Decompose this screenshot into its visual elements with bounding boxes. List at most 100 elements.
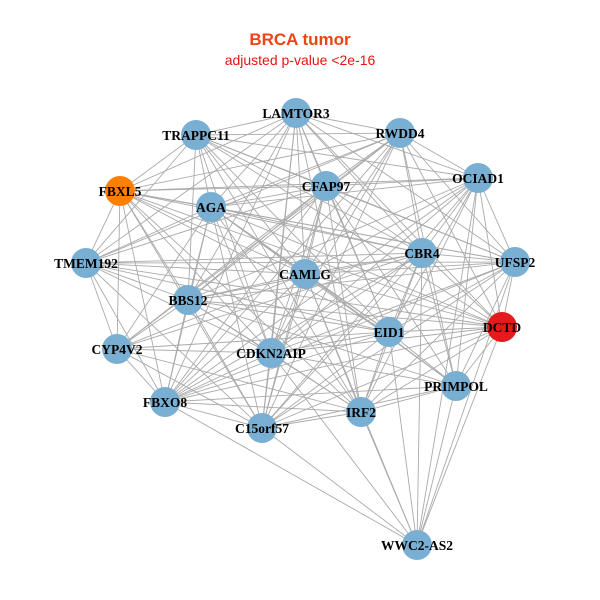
node-fbxl5[interactable]: FBXL5 (99, 176, 142, 206)
edge-CFAP97-TMEM192 (85, 185, 327, 264)
node-circle[interactable] (487, 312, 517, 342)
node-cbr4[interactable]: CBR4 (404, 238, 440, 268)
edge-OCIAD1-CBR4 (421, 177, 479, 254)
node-circle[interactable] (150, 387, 180, 417)
node-cdkn2aip[interactable]: CDKN2AIP (236, 338, 306, 368)
node-circle[interactable] (385, 118, 415, 148)
node-circle[interactable] (374, 317, 404, 347)
edge-AGA-TMEM192 (85, 206, 212, 264)
edge-OCIAD1-IRF2 (360, 177, 479, 413)
node-label: EID1 (374, 325, 405, 340)
edge-CDKN2AIP-IRF2 (270, 352, 362, 413)
node-cyp4v2[interactable]: CYP4V2 (92, 334, 143, 364)
edge-CAMLG-CYP4V2 (116, 273, 306, 350)
edge-TRAPPC11-EID1 (195, 134, 390, 333)
edge-LAMTOR3-FBXL5 (119, 112, 297, 192)
edge-CBR4-PRIMPOL (421, 252, 457, 387)
node-circle[interactable] (71, 248, 101, 278)
node-tmem192[interactable]: TMEM192 (54, 248, 118, 278)
edge-OCIAD1-DCTD (477, 177, 503, 328)
node-fbxo8[interactable]: FBXO8 (143, 387, 188, 417)
edge-CFAP97-FBXO8 (164, 185, 327, 403)
node-circle[interactable] (290, 259, 320, 289)
edge-CYP4V2-CDKN2AIP (116, 348, 272, 354)
edge-EID1-C15orf57 (261, 331, 390, 429)
edge-CDKN2AIP-WWC2-AS2 (270, 352, 418, 546)
edge-CBR4-WWC2-AS2 (416, 252, 423, 546)
node-wwc2-as2[interactable]: WWC2-AS2 (381, 530, 453, 560)
edge-TRAPPC11-FBXL5 (119, 134, 197, 192)
edge-AGA-CYP4V2 (116, 206, 212, 350)
node-label: CBR4 (404, 246, 440, 261)
edge-CAMLG-DCTD (304, 273, 503, 328)
edge-BBS12-C15orf57 (187, 299, 263, 429)
edge-OCIAD1-UFSP2 (477, 177, 516, 263)
node-circle[interactable] (346, 397, 376, 427)
edge-CBR4-TMEM192 (85, 252, 423, 264)
node-lamtor3[interactable]: LAMTOR3 (262, 98, 330, 128)
node-circle[interactable] (407, 238, 437, 268)
node-cfap97[interactable]: CFAP97 (302, 171, 351, 201)
node-circle[interactable] (105, 176, 135, 206)
edge-RWDD4-FBXO8 (164, 132, 401, 403)
node-ociad1[interactable]: OCIAD1 (452, 163, 504, 193)
edge-TRAPPC11-OCIAD1 (195, 134, 479, 179)
node-label: IRF2 (346, 405, 376, 420)
edge-EID1-CDKN2AIP (270, 331, 390, 354)
node-rwdd4[interactable]: RWDD4 (375, 118, 425, 148)
node-circle[interactable] (247, 413, 277, 443)
edge-AGA-IRF2 (210, 206, 362, 413)
node-circle[interactable] (173, 285, 203, 315)
edge-AGA-C15orf57 (210, 206, 263, 429)
edge-FBXL5-CFAP97 (119, 185, 327, 192)
node-label: C15orf57 (235, 421, 289, 436)
node-circle[interactable] (102, 334, 132, 364)
edge-LAMTOR3-CBR4 (295, 112, 423, 254)
node-label: FBXL5 (99, 184, 142, 199)
node-label: PRIMPOL (424, 379, 488, 394)
node-circle[interactable] (441, 371, 471, 401)
node-c15orf57[interactable]: C15orf57 (235, 413, 289, 443)
node-aga[interactable]: AGA (196, 192, 226, 222)
edge-OCIAD1-PRIMPOL (455, 177, 479, 387)
edge-PRIMPOL-WWC2-AS2 (416, 385, 457, 546)
edge-FBXL5-FBXO8 (119, 190, 166, 403)
edge-LAMTOR3-C15orf57 (261, 112, 297, 429)
edge-IRF2-WWC2-AS2 (360, 411, 418, 546)
node-circle[interactable] (311, 171, 341, 201)
edge-UFSP2-BBS12 (187, 261, 516, 301)
edge-LAMTOR3-FBXO8 (164, 112, 297, 403)
edge-RWDD4-TMEM192 (85, 132, 401, 264)
edge-RWDD4-AGA (210, 132, 401, 208)
edge-CAMLG-FBXO8 (164, 273, 306, 403)
node-circle[interactable] (281, 98, 311, 128)
edge-IRF2-C15orf57 (261, 411, 362, 429)
node-label: CYP4V2 (92, 342, 143, 357)
node-dctd[interactable]: DCTD (483, 312, 522, 342)
node-trappc11[interactable]: TRAPPC11 (162, 120, 230, 150)
edge-RWDD4-DCTD (399, 132, 503, 328)
edge-BBS12-PRIMPOL (187, 299, 457, 387)
node-circle[interactable] (500, 247, 530, 277)
edge-AGA-CBR4 (210, 206, 423, 254)
node-circle[interactable] (196, 192, 226, 222)
node-circle[interactable] (256, 338, 286, 368)
node-bbs12[interactable]: BBS12 (168, 285, 208, 315)
node-circle[interactable] (181, 120, 211, 150)
node-primpol[interactable]: PRIMPOL (424, 371, 488, 401)
edge-C15orf57-WWC2-AS2 (261, 427, 418, 546)
edge-BBS12-EID1 (187, 299, 390, 333)
edge-TMEM192-FBXO8 (85, 262, 166, 403)
node-irf2[interactable]: IRF2 (346, 397, 376, 427)
edge-RWDD4-OCIAD1 (399, 132, 479, 179)
node-ufsp2[interactable]: UFSP2 (495, 247, 536, 277)
node-label: WWC2-AS2 (381, 538, 453, 553)
edge-CFAP97-AGA (210, 185, 327, 208)
node-eid1[interactable]: EID1 (374, 317, 405, 347)
node-circle[interactable] (402, 530, 432, 560)
edge-OCIAD1-FBXO8 (164, 177, 479, 403)
node-camlg[interactable]: CAMLG (279, 259, 331, 289)
edge-EID1-WWC2-AS2 (388, 331, 418, 546)
node-circle[interactable] (463, 163, 493, 193)
